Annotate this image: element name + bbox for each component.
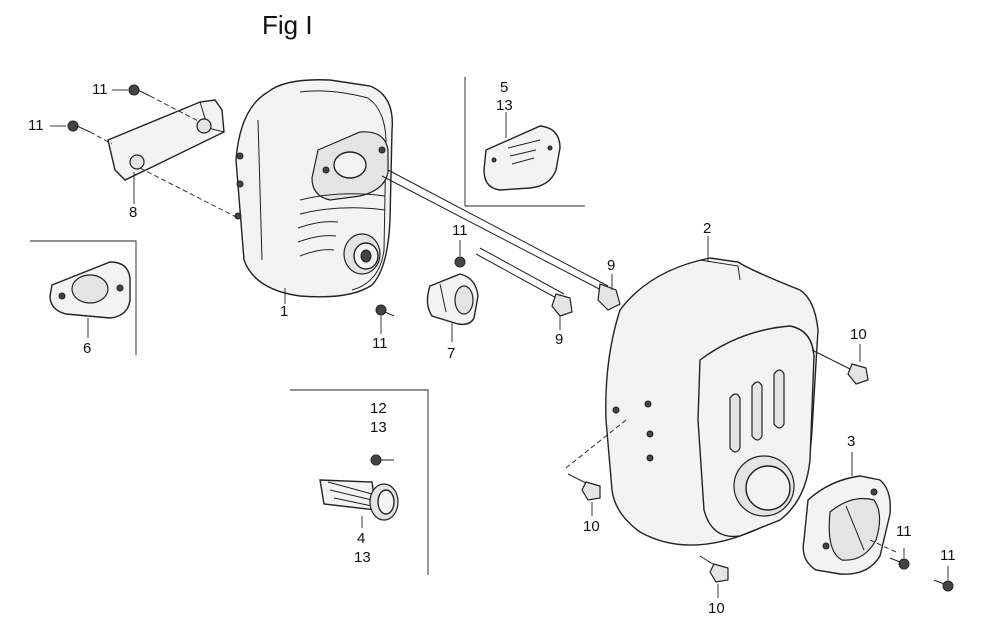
deflector-part-3 bbox=[802, 475, 891, 575]
muffler-part-1 bbox=[234, 79, 394, 298]
bolt-10-right bbox=[811, 344, 869, 385]
callout-6: 6 bbox=[83, 340, 92, 357]
gasket-part-6 bbox=[49, 261, 131, 319]
callout-12: 12 bbox=[370, 400, 387, 417]
callout-10: 10 bbox=[850, 326, 867, 343]
callout-2: 2 bbox=[703, 220, 712, 237]
callout-11: 11 bbox=[92, 81, 108, 98]
inset-frame-label bbox=[464, 77, 585, 207]
bracket-part-8 bbox=[107, 99, 225, 181]
callout-8: 8 bbox=[129, 204, 138, 221]
leader-lines bbox=[87, 95, 897, 553]
callout-11: 11 bbox=[896, 523, 912, 540]
screw-11-left bbox=[50, 120, 91, 133]
screw-11-lower bbox=[375, 304, 395, 334]
callout-7: 7 bbox=[447, 345, 456, 362]
callout-13: 13 bbox=[496, 97, 513, 114]
screw-11-right-a bbox=[889, 548, 910, 570]
screw-11-top bbox=[112, 84, 151, 97]
callout-11: 11 bbox=[452, 222, 468, 239]
label-part-5 bbox=[483, 125, 561, 191]
screw-11-middle bbox=[454, 240, 466, 268]
collar-part-7 bbox=[426, 273, 479, 326]
callout-11: 11 bbox=[28, 117, 44, 134]
inset-frame-gasket bbox=[30, 240, 137, 355]
callout-10: 10 bbox=[583, 518, 600, 535]
callout-10: 10 bbox=[708, 600, 725, 617]
screw-12-inset bbox=[370, 454, 394, 466]
screw-11-right-b bbox=[933, 566, 954, 592]
bolt-part-9-lower bbox=[475, 247, 573, 317]
bolt-10-left bbox=[567, 473, 601, 516]
callout-11: 11 bbox=[372, 335, 388, 352]
bolt-part-9-upper bbox=[381, 169, 621, 311]
callout-13: 13 bbox=[354, 549, 371, 566]
spark-arrester-part-4 bbox=[319, 479, 399, 521]
callout-9: 9 bbox=[607, 257, 616, 274]
inset-frame-spark-arrester bbox=[290, 389, 429, 575]
bolt-10-bottom bbox=[699, 555, 729, 598]
callout-1: 1 bbox=[280, 303, 289, 320]
callout-9: 9 bbox=[555, 331, 564, 348]
callout-4: 4 bbox=[357, 530, 366, 547]
callout-3: 3 bbox=[847, 433, 856, 450]
cover-part-2 bbox=[605, 257, 819, 546]
callout-5: 5 bbox=[500, 79, 509, 96]
figure-title: Fig I bbox=[262, 10, 313, 40]
callout-11: 11 bbox=[940, 547, 956, 564]
callout-13: 13 bbox=[370, 419, 387, 436]
